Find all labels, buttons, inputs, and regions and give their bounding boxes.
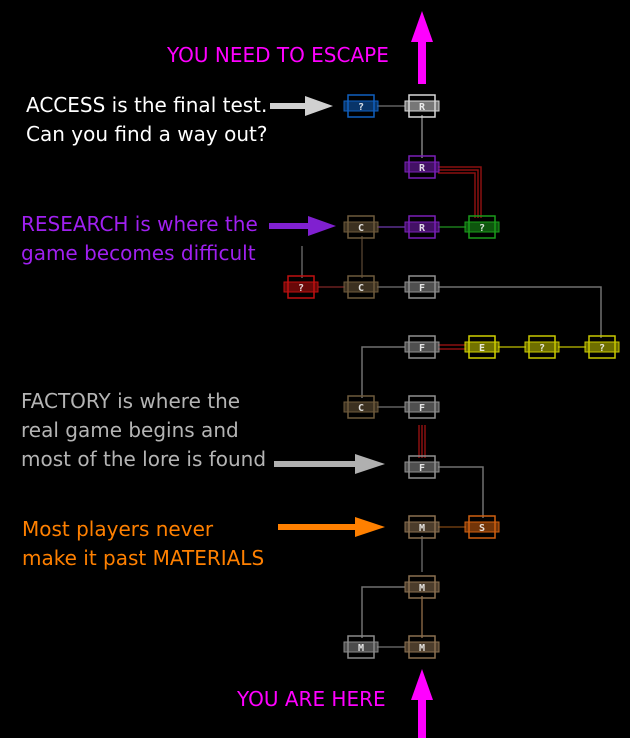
room-glyph: ? xyxy=(358,102,364,113)
room-glyph: C xyxy=(358,403,364,414)
connections xyxy=(301,105,602,648)
room-extension-1: E xyxy=(464,335,500,359)
rooms: ? R R R C?? C F F E?? C F F M S M M M xyxy=(283,94,620,659)
escape-arrow xyxy=(411,11,433,84)
room-factory-4: F xyxy=(404,455,440,479)
access-note-line: Can you find a way out? xyxy=(26,122,268,146)
research-pointer-arrow xyxy=(269,216,336,236)
research-note: RESEARCH is where the game becomes diffi… xyxy=(21,210,258,268)
room-mines: M xyxy=(343,635,379,659)
room-glyph: R xyxy=(419,163,426,174)
room-glyph: F xyxy=(419,463,425,474)
access-note-line: ACCESS is the final test. xyxy=(26,93,268,117)
link-materials-left xyxy=(361,586,405,638)
room-storage: S xyxy=(464,515,500,539)
room-materials-1: M xyxy=(404,515,440,539)
room-extension-3: ? xyxy=(584,335,620,359)
factory-note: FACTORY is where the real game begins an… xyxy=(21,387,266,474)
link-research-secret-3 xyxy=(438,172,476,218)
room-materials-2: M xyxy=(404,575,440,599)
room-research-2: R xyxy=(404,215,440,239)
room-access-save: ? xyxy=(343,94,379,118)
room-research-1: R xyxy=(404,155,440,179)
room-glyph: R xyxy=(419,223,426,234)
room-glyph: ? xyxy=(599,343,605,354)
materials-note-line: make it past MATERIALS xyxy=(22,546,265,570)
room-glyph: R xyxy=(419,102,426,113)
room-factory-red: ? xyxy=(283,275,319,299)
link-factory-right xyxy=(438,286,602,338)
room-factory-trade-1: C xyxy=(343,275,379,299)
room-factory-1: F xyxy=(404,275,440,299)
link-research-secret-2 xyxy=(438,169,479,218)
room-glyph: C xyxy=(358,283,364,294)
room-materials-3: M xyxy=(404,635,440,659)
room-glyph: E xyxy=(479,343,485,354)
factory-note-line: most of the lore is found xyxy=(21,447,267,471)
room-extension-2: ? xyxy=(524,335,560,359)
room-glyph: F xyxy=(419,283,425,294)
room-glyph: ? xyxy=(539,343,545,354)
room-glyph: ? xyxy=(479,223,485,234)
access-note: ACCESS is the final test. Can you find a… xyxy=(26,91,267,149)
access-pointer-arrow xyxy=(270,96,333,116)
room-glyph: M xyxy=(419,523,425,534)
room-glyph: M xyxy=(358,643,364,654)
research-note-line: game becomes difficult xyxy=(21,241,256,265)
room-glyph: M xyxy=(419,583,425,594)
room-glyph: F xyxy=(419,343,425,354)
here-label: YOU ARE HERE xyxy=(237,687,386,711)
materials-pointer-arrow xyxy=(278,517,385,537)
room-research-trade: C xyxy=(343,215,379,239)
room-glyph: M xyxy=(419,643,425,654)
materials-note-line: Most players never xyxy=(22,517,214,541)
factory-note-line: FACTORY is where the xyxy=(21,389,241,413)
here-arrow xyxy=(411,669,433,738)
escape-label: YOU NEED TO ESCAPE xyxy=(167,43,389,67)
room-research-secret: ? xyxy=(464,215,500,239)
room-factory-3: F xyxy=(404,395,440,419)
room-glyph: C xyxy=(358,223,364,234)
room-glyph: S xyxy=(479,523,485,534)
room-access-1: R xyxy=(404,94,440,118)
factory-pointer-arrow xyxy=(274,454,385,474)
research-note-line: RESEARCH is where the xyxy=(21,212,258,236)
link-research-secret xyxy=(438,166,482,218)
materials-note: Most players never make it past MATERIAL… xyxy=(22,515,264,573)
room-glyph: F xyxy=(419,403,425,414)
factory-note-line: real game begins and xyxy=(21,418,239,442)
room-factory-2: F xyxy=(404,335,440,359)
link-factory-storage xyxy=(438,466,484,518)
room-factory-trade-2: C xyxy=(343,395,379,419)
link-factory-left xyxy=(361,346,405,398)
room-glyph: ? xyxy=(298,283,304,294)
